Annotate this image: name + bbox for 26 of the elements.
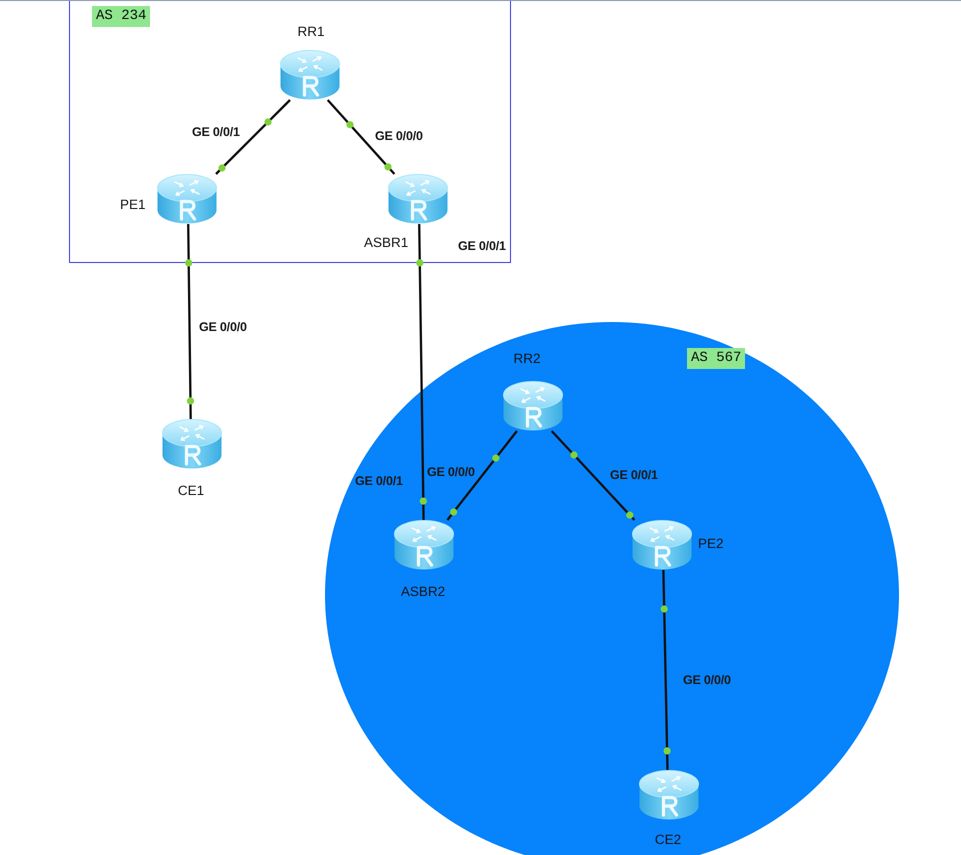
link-line — [187, 224, 192, 420]
router-name: CE1 — [178, 483, 204, 499]
router-name: ASBR1 — [364, 235, 408, 251]
as-number-tag: AS 234 — [92, 6, 150, 27]
router-name: CE2 — [654, 832, 682, 848]
link-line — [326, 99, 396, 175]
router-name: PE1 — [120, 197, 146, 213]
interface-label: GE 0/0/0 — [375, 129, 423, 143]
link-line — [418, 224, 425, 520]
interface-label: GE 0/0/0 — [683, 673, 731, 687]
interface-label: GE 0/0/0 — [199, 320, 247, 334]
interface-label: GE 0/0/1 — [192, 125, 240, 139]
router-name: ASBR2 — [400, 584, 446, 600]
link-line — [215, 99, 291, 175]
interface-label: GE 0/0/1 — [610, 468, 658, 482]
link-line — [550, 430, 636, 521]
as-number-tag: AS 567 — [687, 348, 746, 369]
interface-label: GE 0/0/0 — [427, 465, 475, 479]
interface-label: GE 0/0/1 — [458, 239, 506, 253]
link-line — [662, 570, 669, 770]
router-name: RR1 — [298, 24, 324, 40]
as-boundary-box — [69, 0, 511, 263]
interface-label: GE 0/0/1 — [355, 474, 403, 488]
router-name: RR2 — [514, 351, 540, 367]
link-line — [446, 430, 518, 521]
router-name: PE2 — [698, 536, 724, 552]
